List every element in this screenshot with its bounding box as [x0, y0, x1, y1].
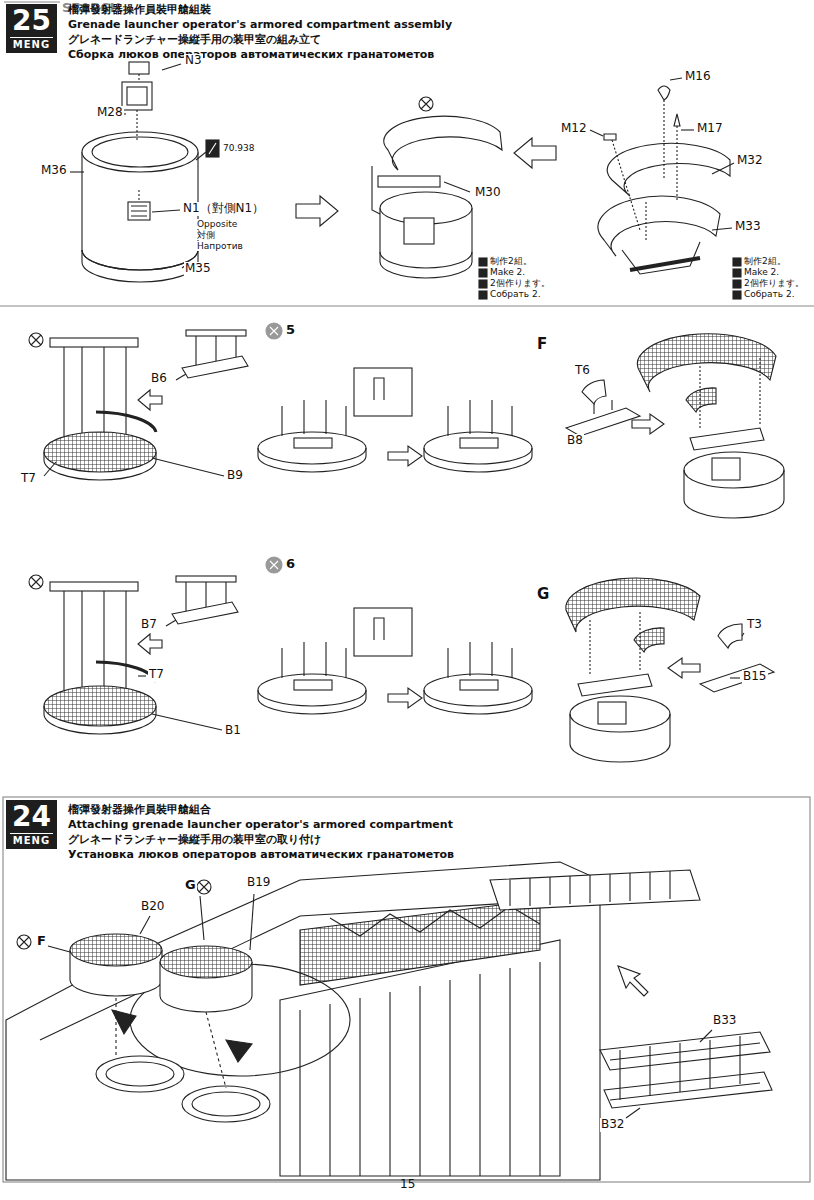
part-label: B9	[226, 469, 244, 483]
part-label: M33	[734, 220, 762, 234]
part-label: F	[536, 336, 548, 353]
part-label: N3	[184, 54, 203, 68]
instruction-text: 榴彈發射器操作員裝甲艙組合	[68, 804, 211, 817]
part-label: M28	[96, 106, 124, 120]
part-label: M35	[184, 262, 212, 276]
part-label: T7	[148, 668, 165, 682]
part-label: 対側	[196, 230, 216, 240]
instruction-text: 制作2組。	[490, 256, 532, 266]
part-label: 5	[285, 323, 296, 338]
instruction-text: Установка люков операторов автоматически…	[68, 849, 454, 862]
part-label: M32	[736, 154, 764, 168]
instruction-text: 2個作ります。	[490, 278, 550, 288]
part-label: M36	[40, 164, 68, 178]
part-label: B20	[140, 900, 166, 914]
part-label: 70.938	[222, 143, 256, 153]
instruction-text: 2個作ります。	[744, 278, 804, 288]
step-badge: 24MENG	[6, 800, 57, 849]
brand-mark: MENG	[10, 37, 53, 50]
instruction-text: Grenade launcher operator's armored comp…	[68, 19, 452, 32]
instruction-text: Собрать 2.	[744, 289, 795, 299]
part-label: M17	[696, 122, 724, 136]
part-label: G	[184, 878, 197, 893]
instruction-text: Attaching grenade launcher operator's ar…	[68, 819, 453, 832]
step-number: 24	[10, 802, 53, 831]
instruction-text: 15	[400, 1178, 415, 1192]
instruction-text: グレネードランチャー操縦手用の装甲室の取り付け	[68, 834, 321, 847]
part-label: B7	[140, 618, 158, 632]
part-label: B32	[600, 1118, 626, 1132]
part-label: Opposite	[196, 219, 238, 229]
brand-mark: MENG	[10, 833, 53, 846]
step-number: 25	[10, 6, 53, 35]
part-label: F	[36, 934, 47, 949]
instruction-text: Собрать 2.	[490, 289, 541, 299]
part-label: M30	[474, 186, 502, 200]
part-label: T7	[20, 472, 37, 486]
part-label: T6	[574, 364, 591, 378]
part-label: Напротив	[196, 241, 244, 251]
instruction-text: 制作2組。	[744, 256, 786, 266]
part-label: B8	[566, 434, 584, 448]
part-label: G	[536, 586, 550, 603]
part-label: 6	[285, 557, 296, 572]
instruction-text: 榴彈發射器操作員裝甲艙組裝	[68, 4, 211, 17]
part-label: B15	[742, 670, 768, 684]
instruction-text: Make 2.	[744, 267, 779, 277]
part-label: N1（對側N1）	[182, 202, 265, 216]
part-label: B6	[150, 372, 168, 386]
instruction-text: Сборка люков операторов автоматических г…	[68, 49, 434, 62]
part-label: M12	[560, 122, 588, 136]
part-label: T3	[746, 618, 763, 632]
part-label: B19	[246, 876, 272, 890]
instruction-text: グレネードランチャー操縦手用の装甲室の組み立て	[68, 34, 321, 47]
step-badge: 25MENG	[6, 4, 57, 53]
part-label: B33	[712, 1014, 738, 1028]
instruction-text: Make 2.	[490, 267, 525, 277]
part-label: M16	[684, 70, 712, 84]
part-label: B1	[224, 724, 242, 738]
